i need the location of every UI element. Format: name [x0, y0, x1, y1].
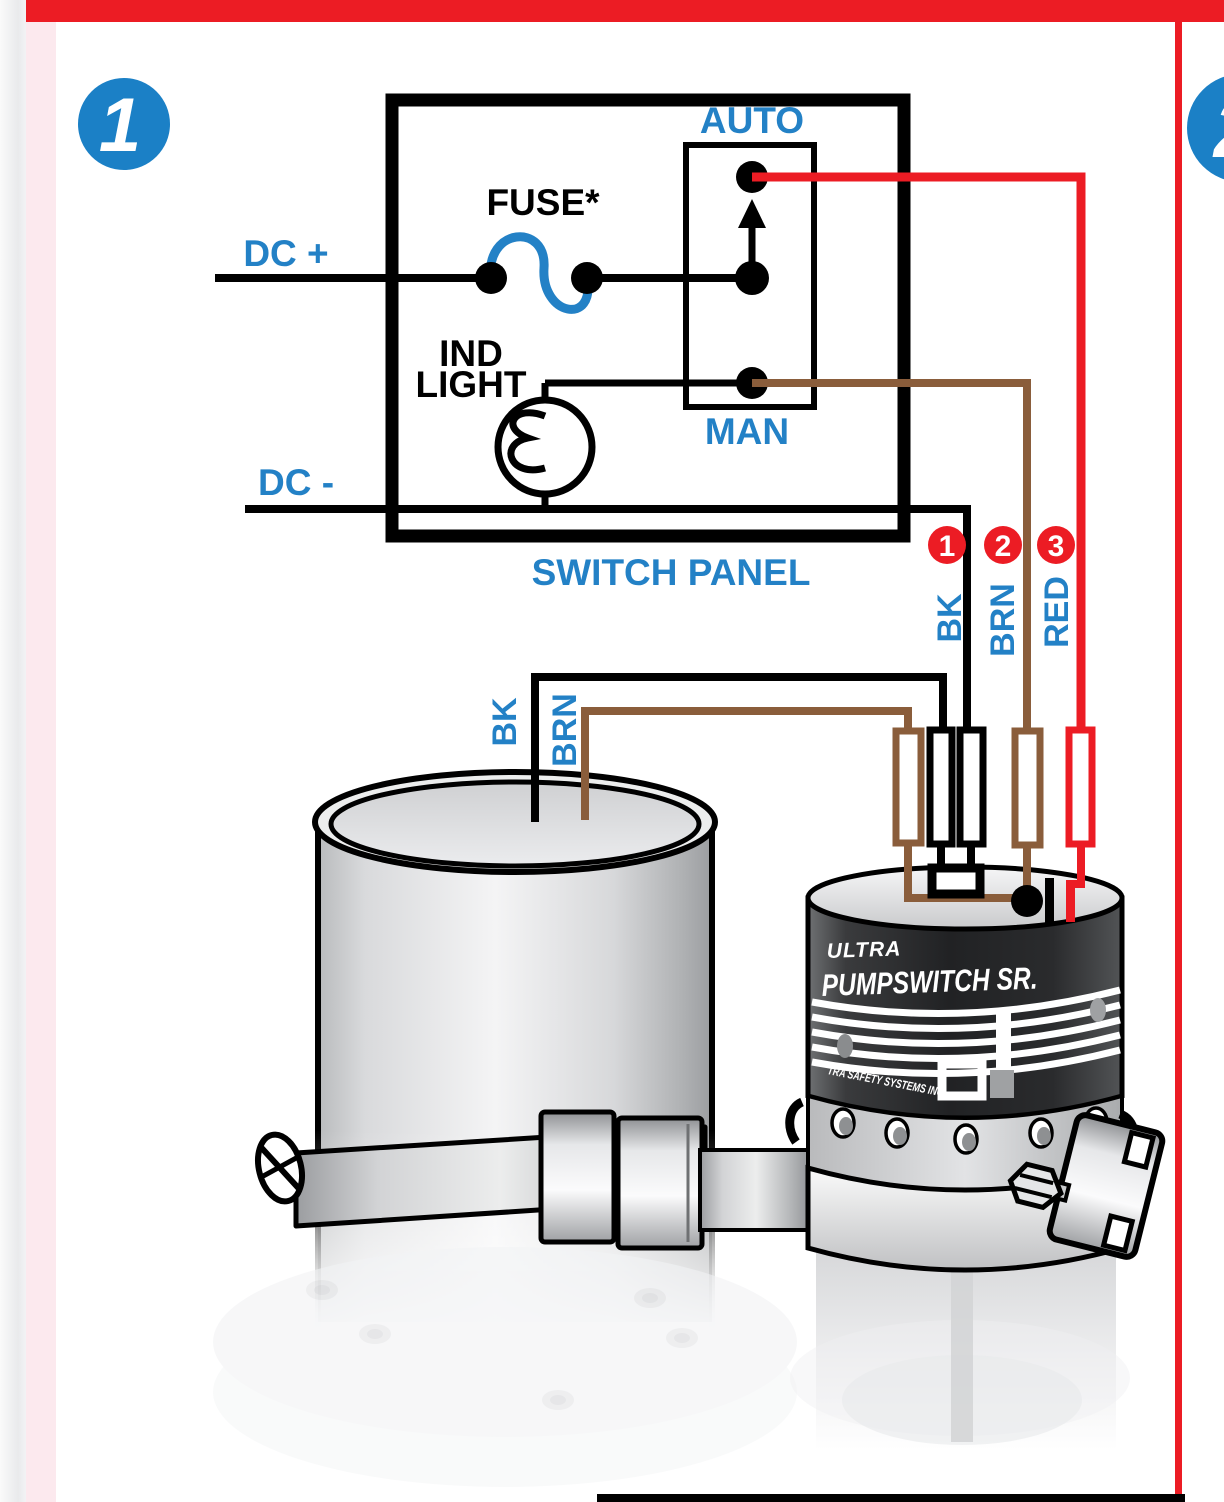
unit-clamp-tab-left	[785, 1097, 805, 1145]
flange-bolt-holes	[306, 1280, 698, 1410]
step-badge-current-number: 1	[99, 83, 141, 168]
wire-label-brn-panel: BRN	[984, 583, 1022, 657]
wire-callouts: 1 2 3 BK BRN RED BK BRN	[486, 526, 1076, 767]
brown-wire-pump	[581, 707, 912, 820]
pump-illustration	[213, 769, 814, 1487]
terminal-post-bar	[1045, 878, 1054, 924]
switch-panel-title: SWITCH PANEL	[532, 552, 811, 593]
wire-label-bk-panel: BK	[931, 593, 969, 643]
indicator-light-filament	[507, 409, 547, 474]
step-badges: 1 2	[78, 76, 1224, 180]
page-edge-pink-strip	[26, 22, 56, 1502]
auto-label: AUTO	[700, 100, 804, 141]
step-badge-next	[1187, 76, 1224, 180]
fuse-label: FUSE*	[486, 182, 600, 223]
butt-connector-red	[1065, 726, 1096, 848]
page-edge-shadow	[0, 0, 26, 1502]
step-badge-current	[78, 78, 170, 170]
callout-3-number: 3	[1048, 530, 1065, 563]
wire-label-brn-pump: BRN	[546, 693, 584, 767]
pump-base-flange	[213, 1247, 797, 1487]
callout-2-number: 2	[995, 530, 1012, 563]
pump-top-surface	[328, 779, 702, 869]
wire-label-bk-pump: BK	[486, 697, 524, 747]
fuse-symbol	[486, 232, 593, 314]
callout-3-badge	[1037, 526, 1075, 564]
unit-model-text: PUMPSWITCH SR.	[821, 960, 1038, 1003]
butt-connector-brown-panel	[1011, 727, 1044, 849]
pump-clamp-screw	[255, 1131, 305, 1205]
ind-light-label-line2: LIGHT	[416, 364, 527, 405]
worm-clamp-screw-head	[1007, 1161, 1072, 1211]
switch-panel-box	[385, 93, 911, 543]
panel-divider-red-rule	[1175, 22, 1182, 1502]
butt-connector-black-panel	[956, 726, 987, 848]
callout-2-badge	[984, 526, 1022, 564]
unit-float-rod	[951, 1252, 973, 1442]
callout-1-number: 1	[939, 530, 956, 563]
wire-label-red-panel: RED	[1038, 576, 1076, 648]
ind-light-label-line1: IND	[439, 333, 503, 374]
callout-1-badge	[928, 526, 966, 564]
unit-label-band-graphics	[811, 986, 1121, 1101]
red-terminal-stub	[1066, 880, 1075, 922]
dc-minus-bk-wire	[245, 505, 971, 732]
red-wire	[752, 172, 1086, 732]
unit-brand-text: ULTRA	[826, 937, 901, 963]
switch-arrow-head	[738, 199, 766, 228]
fuse-terminal-right	[571, 262, 603, 294]
step-badge-next-number: 2	[1212, 85, 1224, 174]
fuse-terminal-left	[475, 262, 507, 294]
top-red-bar	[26, 0, 1224, 22]
black-wire-pump	[531, 673, 947, 822]
dc-plus-label: DC +	[243, 233, 328, 274]
bracket-extension-band	[698, 1148, 814, 1232]
butt-connector-brown-pump	[892, 727, 925, 847]
black-wires-junction	[927, 863, 985, 899]
brown-junction-dot	[1011, 885, 1043, 917]
common-contact-dot	[735, 261, 769, 295]
next-panel-top-rule	[597, 1494, 1185, 1502]
butt-connector-black-pump	[926, 726, 956, 848]
man-label: MAN	[705, 411, 789, 452]
dc-minus-label: DC -	[258, 462, 334, 503]
unit-worm-clamp	[1007, 1112, 1166, 1260]
harness-wires	[531, 172, 1096, 924]
switch-panel-schematic: DC + DC - FUSE* IND LIGHT AUTO MAN SWITC…	[215, 93, 971, 732]
pump-switch-unit: ULTRA PUMPSWITCH SR. TRA SAFETY SYSTEMS …	[785, 864, 1166, 1450]
mount-bracket-plate-left	[538, 1109, 617, 1245]
brown-wire-panel	[752, 379, 1031, 733]
